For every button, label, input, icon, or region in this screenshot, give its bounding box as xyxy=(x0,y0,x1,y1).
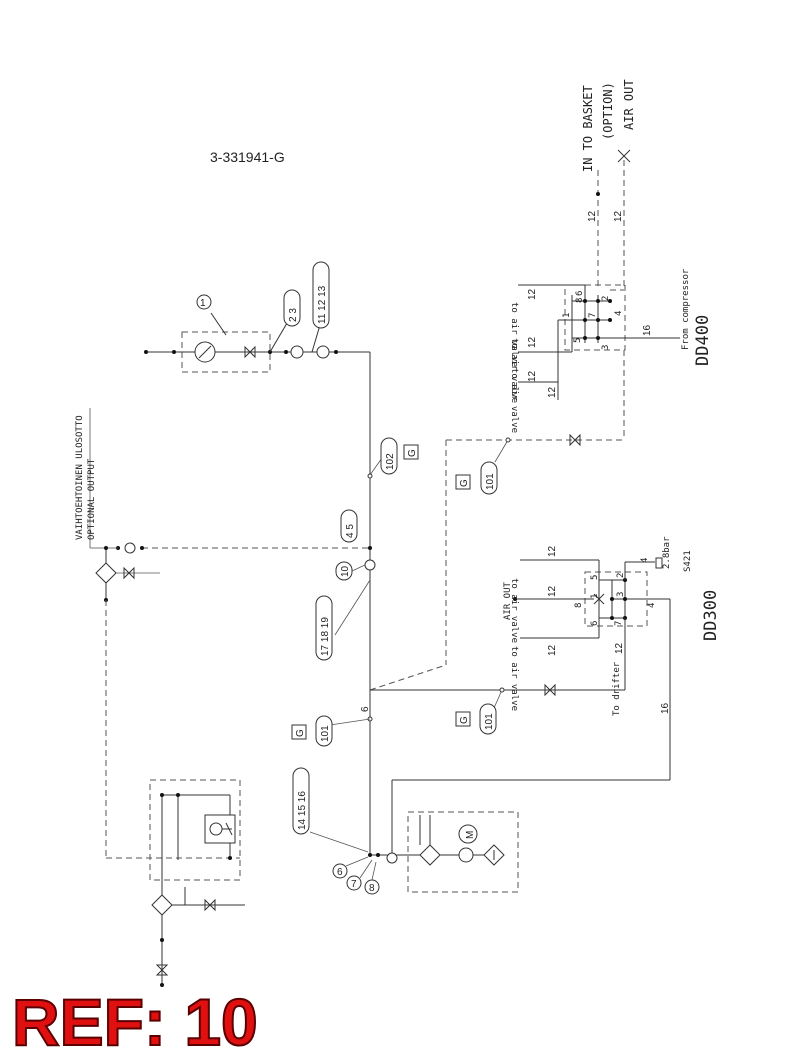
callout-1: 1 xyxy=(200,298,206,309)
motor-label: M xyxy=(465,831,476,839)
svg-text:12: 12 xyxy=(527,336,538,348)
svg-text:7: 7 xyxy=(588,313,598,318)
svg-text:4: 4 xyxy=(640,558,650,563)
svg-text:6: 6 xyxy=(575,291,585,296)
callouts-mid: 4 5 10 17 18 19 xyxy=(315,509,376,661)
svg-text:12: 12 xyxy=(547,545,558,557)
svg-text:16: 16 xyxy=(660,702,671,714)
lower-branch: 101 G xyxy=(370,683,625,735)
svg-text:6: 6 xyxy=(590,621,600,626)
dd400-title: DD400 xyxy=(693,315,713,366)
dd300-title: DD300 xyxy=(701,590,721,641)
basket-in: IN TO BASKET xyxy=(581,85,595,172)
callout-102: 102 xyxy=(385,453,396,470)
svg-text:16: 16 xyxy=(642,324,653,336)
drawing-number: 3-331941-G xyxy=(210,149,285,165)
callouts-top: 1 2 3 11 12 13 xyxy=(196,261,330,329)
svg-text:12: 12 xyxy=(587,210,598,222)
callout-11-12-13: 11 12 13 xyxy=(317,285,328,324)
svg-text:12: 12 xyxy=(613,210,624,222)
dd400-from-compressor: From compressor xyxy=(681,268,691,350)
callout-4-5: 4 5 xyxy=(345,524,356,538)
callouts-bottom: 14 15 16 6 7 8 xyxy=(292,767,380,895)
line-6-label: 6 xyxy=(360,706,371,712)
dd300-sensor: S421 xyxy=(683,550,693,572)
dd300-air-out: AIR OUT xyxy=(503,581,513,620)
optional-output-branch: VAIHTOEHTOINEN ULOSOTTO OPTIONAL OUTPUT xyxy=(75,408,370,859)
svg-text:12: 12 xyxy=(547,386,558,398)
group-tag-g3: G xyxy=(459,479,470,487)
basket-option: (OPTION) xyxy=(601,82,615,140)
group-tag-g2: G xyxy=(295,729,306,737)
svg-text:2: 2 xyxy=(616,573,626,578)
dd300-block: 5 2 1 8 3 4 6 7 4 to air valve to air va… xyxy=(391,536,721,855)
svg-text:3: 3 xyxy=(616,592,626,597)
svg-text:3: 3 xyxy=(601,345,611,350)
callout-101-low: 101 xyxy=(484,713,495,730)
dd300-valve-1: to air valve xyxy=(509,578,519,643)
optional-output-fi: VAIHTOEHTOINEN ULOSOTTO xyxy=(75,415,85,540)
callout-102-group: 102 G xyxy=(367,437,419,479)
dd400-block: 1 8 6 2 5 7 4 3 to air valve to air valv… xyxy=(509,268,713,433)
svg-text:8: 8 xyxy=(575,298,585,303)
svg-text:4: 4 xyxy=(647,603,657,608)
dd400-valve-1: to air valve xyxy=(509,302,519,367)
gauge-valve-assembly xyxy=(181,312,330,373)
svg-text:12: 12 xyxy=(614,642,625,654)
group-tag-g1: G xyxy=(407,449,418,457)
svg-text:2: 2 xyxy=(601,296,611,301)
svg-text:5: 5 xyxy=(590,575,600,580)
ref-stamp: REF: 10 xyxy=(12,985,258,1053)
svg-text:7: 7 xyxy=(614,621,624,626)
svg-text:12: 12 xyxy=(547,644,558,656)
callout-14-15-16: 14 15 16 xyxy=(297,791,308,830)
dd300-valve-2: to air valve xyxy=(509,646,519,711)
callout-101-left: 101 xyxy=(320,725,331,742)
group-tag-g4: G xyxy=(459,716,470,724)
motor-pump-assembly: M xyxy=(368,811,519,893)
callout-101-mid: 101 xyxy=(485,473,496,490)
callout-6: 6 xyxy=(337,867,343,878)
callout-8: 8 xyxy=(369,883,375,894)
basket-air-out: AIR OUT xyxy=(622,79,636,130)
dd400-valve-2: to air valve xyxy=(509,338,519,403)
dd400-valve-3: to air valve xyxy=(509,368,519,433)
dd400-dashed-link: 101 G xyxy=(369,350,625,691)
basket-lines: IN TO BASKET (OPTION) AIR OUT 12 12 xyxy=(581,79,636,291)
svg-text:5: 5 xyxy=(573,338,583,343)
svg-text:12: 12 xyxy=(547,585,558,597)
callout-17-18-19: 17 18 19 xyxy=(320,617,331,656)
svg-text:12: 12 xyxy=(527,370,538,382)
filter-regulator-assembly xyxy=(149,779,245,987)
svg-text:8: 8 xyxy=(574,603,584,608)
callout-7: 7 xyxy=(351,879,357,890)
main-supply-line xyxy=(144,350,372,855)
callout-2-3: 2 3 xyxy=(288,308,299,322)
svg-text:12: 12 xyxy=(527,288,538,300)
callout-10: 10 xyxy=(340,565,351,577)
svg-text:4: 4 xyxy=(614,311,624,316)
dd300-pressure: 2.8bar xyxy=(662,536,672,569)
optional-output-en: OPTIONAL OUTPUT xyxy=(87,458,97,540)
svg-text:1: 1 xyxy=(590,594,600,599)
svg-text:1: 1 xyxy=(562,313,572,318)
dd300-to-drifter: To drifter xyxy=(612,661,622,716)
callout-101-left: 6 101 G xyxy=(291,706,373,747)
